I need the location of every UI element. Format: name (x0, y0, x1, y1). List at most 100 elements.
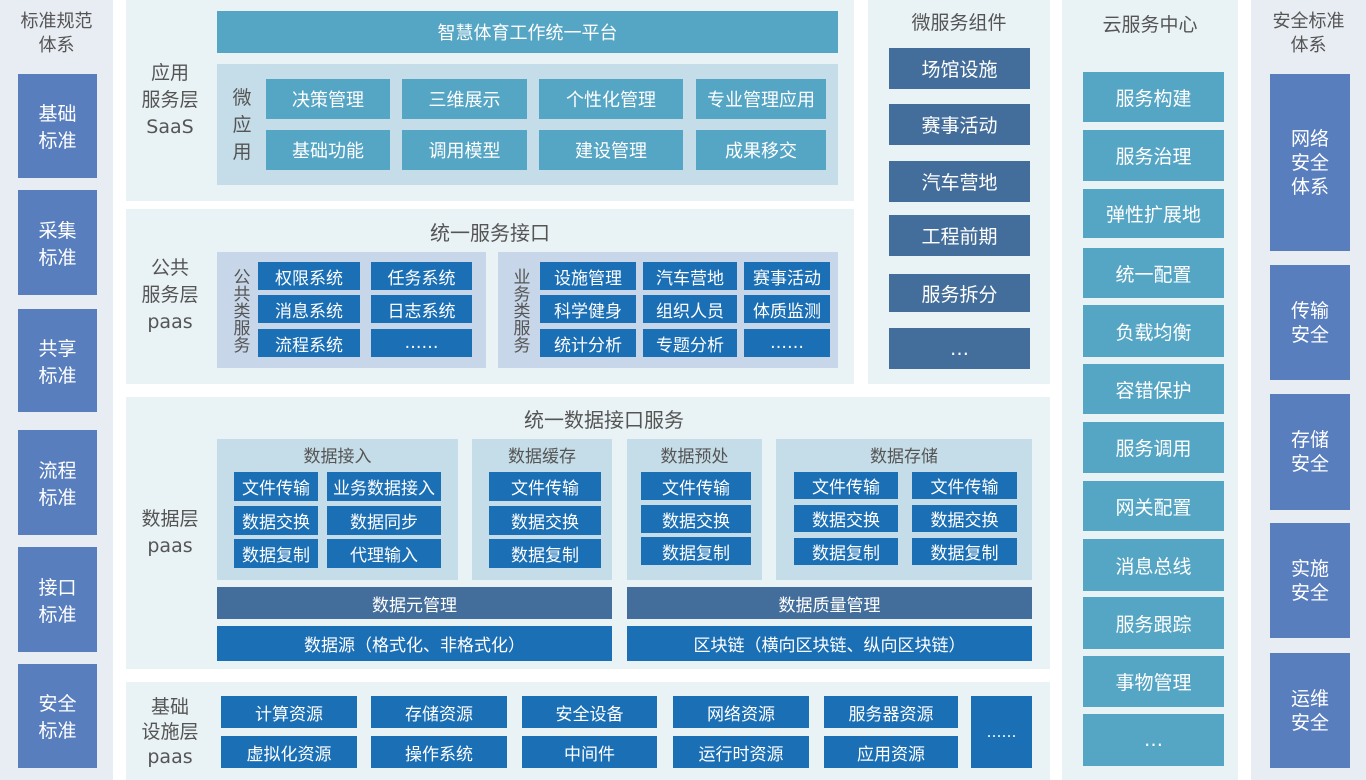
infra-item: 中间件 (522, 736, 657, 768)
micro-app-item: 决策管理 (266, 79, 390, 119)
business-service-item: 汽车营地 (643, 262, 737, 290)
data-group-item: 数据交换 (234, 506, 318, 535)
security-title: 安全标准 体系 (1272, 11, 1345, 56)
data-meta-bar: 数据元管理 (217, 587, 612, 619)
cloud-item: 消息总线 (1083, 539, 1224, 591)
infra-item: 存储资源 (371, 696, 507, 728)
public-service-item: 权限系统 (258, 262, 360, 290)
micro-app-label: 微 应 用 (232, 86, 252, 163)
business-service-item: 专题分析 (643, 329, 737, 357)
infra-item: 安全设备 (522, 696, 657, 728)
service-title: 统一服务接口 (430, 220, 550, 245)
public-service-item: 消息系统 (258, 295, 360, 323)
cloud-item: 事物管理 (1083, 656, 1224, 707)
micro-app-item: 建设管理 (539, 130, 683, 170)
infra-item: 计算资源 (221, 696, 357, 728)
data-group-item: 代理输入 (327, 539, 441, 568)
data-group-item: 数据交换 (912, 505, 1017, 532)
infra-item: 操作系统 (371, 736, 507, 768)
data-group-item: 业务数据接入 (327, 472, 441, 501)
cloud-item: … (1083, 714, 1224, 766)
infra-layer-label: 基础 设施层 paas (141, 695, 199, 768)
data-group-title: 数据接入 (303, 446, 372, 467)
public-service-item: 流程系统 (258, 329, 360, 357)
cloud-item: 服务调用 (1083, 422, 1224, 473)
micro-item: 场馆设施 (889, 48, 1030, 89)
cloud-item: 负载均衡 (1083, 305, 1224, 357)
business-service-item: 统计分析 (540, 329, 636, 357)
security-item: 存储 安全 (1270, 394, 1350, 510)
blockchain-bar: 区块链（横向区块链、纵向区块链） (627, 626, 1032, 661)
standard-item: 接口 标准 (18, 547, 97, 652)
public-service-label: 公共类服务 (229, 267, 250, 353)
platform-title: 智慧体育工作统一平台 (217, 11, 838, 53)
data-group-title: 数据存储 (870, 446, 938, 467)
public-service-item: …… (371, 329, 472, 357)
data-quality-bar: 数据质量管理 (627, 587, 1032, 619)
business-service-item: 组织人员 (643, 295, 737, 323)
business-service-item: 科学健身 (540, 295, 636, 323)
cloud-item: 网关配置 (1083, 481, 1224, 531)
business-service-item: 体质监测 (744, 295, 830, 323)
data-group-item: 数据复制 (912, 538, 1017, 565)
micro-title: 微服务组件 (911, 11, 1007, 34)
data-group-item: 数据复制 (794, 538, 898, 565)
data-group-item: 数据交换 (489, 506, 601, 535)
cloud-item: 统一配置 (1083, 248, 1224, 298)
data-group-item: 数据复制 (234, 539, 318, 568)
cloud-item: 服务治理 (1083, 130, 1224, 181)
business-service-item: 赛事活动 (744, 262, 830, 290)
standard-item: 采集 标准 (18, 190, 97, 295)
standard-item: 流程 标准 (18, 430, 97, 535)
infra-item: 运行时资源 (673, 736, 809, 768)
micro-item: 汽车营地 (889, 161, 1030, 202)
security-item: 网络 安全 体系 (1270, 74, 1350, 251)
standards-title: 标准规范 体系 (20, 11, 93, 56)
data-group-item: 文件传输 (794, 472, 898, 499)
data-group-item: 文件传输 (234, 472, 318, 501)
data-group-item: 文件传输 (489, 472, 601, 501)
data-group-item: 文件传输 (912, 472, 1017, 499)
data-title: 统一数据接口服务 (524, 407, 684, 432)
micro-app-item: 专业管理应用 (696, 79, 826, 119)
infra-item: 服务器资源 (824, 696, 958, 728)
micro-app-item: 三维展示 (402, 79, 527, 119)
micro-item: 工程前期 (889, 215, 1030, 256)
service-layer-label: 公共 服务层 paas (141, 256, 199, 333)
micro-app-item: 个性化管理 (539, 79, 683, 119)
public-service-item: 任务系统 (371, 262, 472, 290)
saas-layer-label: 应用 服务层 SaaS (141, 61, 199, 138)
data-group-item: 数据交换 (641, 505, 751, 533)
standard-item: 共享 标准 (18, 309, 97, 412)
micro-item: … (889, 328, 1030, 369)
infra-item: 网络资源 (673, 696, 809, 728)
micro-item: 赛事活动 (889, 104, 1030, 145)
micro-app-item: 成果移交 (696, 130, 826, 170)
security-item: 传输 安全 (1270, 265, 1350, 380)
public-service-item: 日志系统 (371, 295, 472, 323)
data-group-item: 数据同步 (327, 506, 441, 535)
data-group-title: 数据预处 (660, 446, 729, 467)
data-group-item: 数据复制 (489, 539, 601, 568)
infra-more: …… (971, 696, 1032, 768)
micro-app-item: 调用模型 (402, 130, 527, 170)
data-group-item: 文件传输 (641, 472, 751, 500)
data-layer-label: 数据层 paas (141, 508, 199, 557)
data-source-bar: 数据源（格式化、非格式化） (217, 626, 612, 661)
cloud-item: 服务构建 (1083, 72, 1224, 122)
business-service-label: 业务类服务 (509, 267, 530, 353)
data-group-item: 数据复制 (641, 537, 751, 565)
data-group-title: 数据缓存 (508, 446, 576, 467)
infra-item: 虚拟化资源 (221, 736, 357, 768)
standard-item: 安全 标准 (18, 664, 97, 768)
micro-item: 服务拆分 (889, 274, 1030, 312)
cloud-title: 云服务中心 (1102, 13, 1198, 36)
micro-app-item: 基础功能 (266, 130, 390, 170)
cloud-item: 容错保护 (1083, 364, 1224, 414)
business-service-item: …… (744, 329, 830, 357)
infra-item: 应用资源 (824, 736, 958, 768)
cloud-item: 服务跟踪 (1083, 597, 1224, 649)
security-item: 运维 安全 (1270, 653, 1350, 768)
data-group-item: 数据交换 (794, 505, 898, 532)
cloud-item: 弹性扩展地 (1083, 189, 1224, 238)
